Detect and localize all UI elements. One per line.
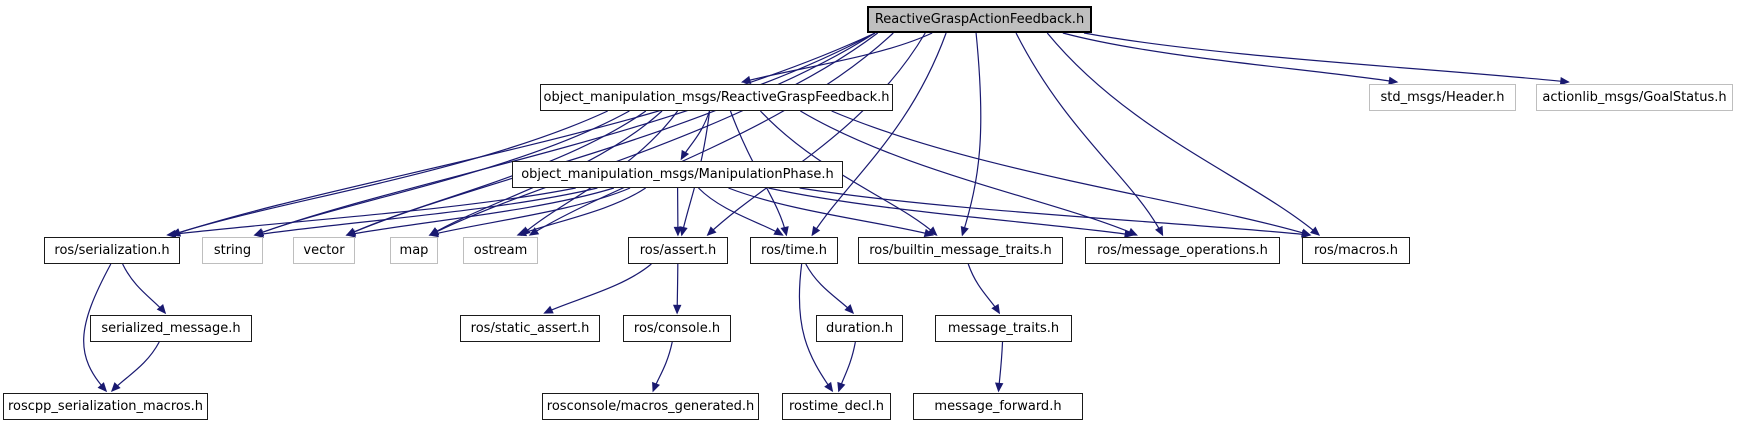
edge-root-to-goalstatus [1083,32,1570,86]
graph-node-rosconsole_macros[interactable]: rosconsole/macros_generated.h [542,393,759,420]
graph-node-macros[interactable]: ros/macros.h [1302,237,1410,264]
graph-node-time[interactable]: ros/time.h [750,237,838,264]
graph-node-root: ReactiveGraspActionFeedback.h [867,6,1092,33]
graph-node-rostime_decl[interactable]: rostime_decl.h [782,393,891,420]
edge-assert-to-static_assert [543,263,652,314]
edge-root-to-map [428,32,879,236]
graph-node-vector: vector [293,237,355,264]
graph-node-ostream: ostream [463,237,538,264]
edge-mp-to-macros [799,187,1312,239]
edge-time-to-rostime_decl [798,263,834,393]
edge-root-to-assert [706,32,926,236]
edge-mp-to-serialization [166,187,576,239]
edge-root-to-header [1062,32,1399,85]
edge-console-to-rosconsole_macros [652,341,673,393]
graph-node-map: map [390,237,438,264]
edge-mp-to-ostream [516,187,646,237]
edge-rgf-to-mp [680,110,711,161]
edge-root-to-macros [1046,32,1321,236]
edge-root-to-rgf [740,32,933,85]
edge-rgf-to-builtin [759,110,938,236]
graph-node-static_assert[interactable]: ros/static_assert.h [460,315,600,342]
edge-root-to-builtin [960,32,982,237]
graph-node-goalstatus: actionlib_msgs/GoalStatus.h [1536,84,1733,111]
graph-node-message_traits[interactable]: message_traits.h [935,315,1072,342]
edge-mp-to-map [428,187,631,238]
edge-rgf-to-msgops [800,110,1138,236]
graph-node-rgf[interactable]: object_manipulation_msgs/ReactiveGraspFe… [540,84,893,111]
edge-rgf-to-serialization [170,110,608,237]
edge-root-to-string [253,32,876,237]
edge-time-to-duration [805,263,855,315]
graph-node-roscpp_macros[interactable]: roscpp_serialization_macros.h [3,393,208,420]
graph-node-mp[interactable]: object_manipulation_msgs/ManipulationPha… [512,161,843,188]
edge-serialization-to-serialized_message [122,263,167,315]
edge-mp-to-string [253,187,598,238]
edge-root-to-ostream [528,32,894,236]
edge-mp-to-builtin [728,187,935,238]
edge-root-to-msgops [1015,32,1164,237]
edge-rgf-to-vector [345,110,647,236]
edge-serialization-to-roscpp_macros [83,263,112,393]
graph-node-string: string [202,237,263,264]
graph-node-builtin[interactable]: ros/builtin_message_traits.h [858,237,1063,264]
graph-node-assert[interactable]: ros/assert.h [628,237,728,264]
graph-node-serialization[interactable]: ros/serialization.h [44,237,180,264]
edge-root-to-serialization [170,32,876,237]
edge-serialized_message-to-roscpp_macros [110,341,160,393]
edge-mp-to-msgops [768,187,1135,239]
graph-node-header: std_msgs/Header.h [1369,84,1516,111]
edge-mp-to-vector [345,187,615,238]
graph-node-serialized_message[interactable]: serialized_message.h [90,315,252,342]
graph-node-console[interactable]: ros/console.h [623,315,731,342]
edge-rgf-to-macros [831,110,1312,237]
graph-node-duration[interactable]: duration.h [816,315,903,342]
edge-message_traits-to-message_forward [994,341,1004,393]
edge-builtin-to-message_traits [967,263,1001,315]
edge-mp-to-time [698,187,784,236]
graph-node-msgops[interactable]: ros/message_operations.h [1085,237,1280,264]
edge-duration-to-rostime_decl [837,341,856,393]
graph-node-message_forward[interactable]: message_forward.h [913,393,1083,420]
edge-assert-to-console [672,263,682,315]
